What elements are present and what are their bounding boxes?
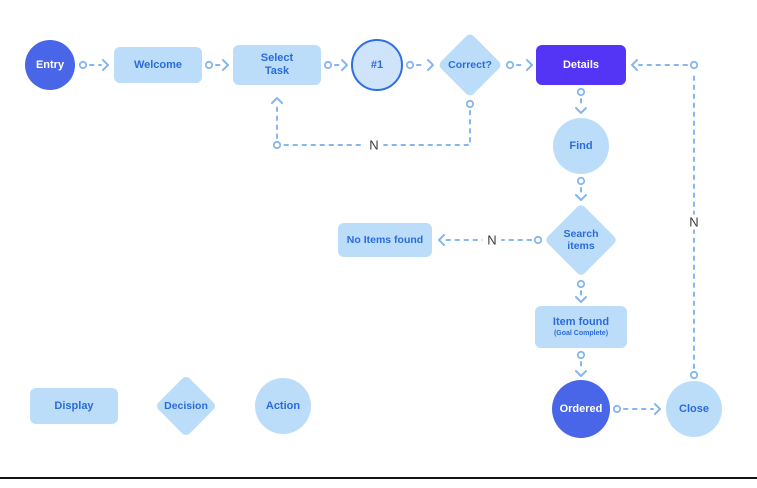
edge-label-search-no: N: [482, 232, 502, 248]
legend-action: Action: [255, 378, 311, 434]
legend-decision: Decision: [154, 374, 218, 438]
legend-decision-label: Decision: [164, 399, 208, 412]
node-details-label: Details: [562, 58, 600, 71]
edge-correct-details: [505, 59, 533, 71]
node-close: Close: [666, 381, 722, 437]
node-item-found-label: Item found: [552, 316, 610, 329]
node-select-task: Select Task: [233, 45, 321, 85]
node-details: Details: [536, 45, 626, 85]
edge-ordered-close: [612, 403, 661, 415]
bottom-divider: [0, 477, 757, 479]
node-entry: Entry: [25, 40, 75, 90]
node-close-label: Close: [679, 402, 709, 415]
node-item-found-text: Item found (Goal Complete): [553, 316, 609, 338]
edge-details-find: [575, 87, 587, 114]
edge-label-close-loop: N: [684, 214, 704, 230]
node-search-items-label: Search items: [563, 227, 599, 252]
node-find: Find: [553, 118, 609, 174]
node-item-found: Item found (Goal Complete): [535, 306, 627, 348]
edge-item-found-ordered: [575, 350, 587, 377]
node-step1-label: #1: [370, 58, 384, 71]
node-ordered-label: Ordered: [559, 402, 603, 415]
node-search-items: Search items: [544, 203, 618, 277]
node-item-found-sublabel: (Goal Complete): [553, 329, 609, 337]
edge-select-task-step1: [323, 59, 348, 71]
edge-entry-welcome: [78, 59, 109, 71]
node-correct: Correct?: [437, 32, 503, 98]
edge-welcome-select-task: [204, 59, 229, 71]
node-no-items-found: No Items found: [338, 223, 432, 257]
edge-search-items-item-found: [575, 279, 587, 303]
edge-step1-correct: [405, 59, 434, 71]
node-find-label: Find: [569, 139, 593, 152]
node-step1: #1: [351, 39, 403, 91]
legend-display-label: Display: [54, 399, 94, 412]
edge-find-search-items: [575, 176, 587, 201]
legend-display: Display: [30, 388, 118, 424]
edge-label-correct-no: N: [364, 137, 384, 153]
node-entry-label: Entry: [35, 58, 65, 71]
node-welcome-label: Welcome: [133, 58, 183, 71]
node-ordered: Ordered: [552, 380, 610, 438]
node-correct-label: Correct?: [448, 58, 492, 71]
node-select-task-label: Select Task: [260, 52, 294, 77]
node-no-items-found-label: No Items found: [346, 233, 424, 246]
node-welcome: Welcome: [114, 47, 202, 83]
legend-action-label: Action: [265, 399, 301, 412]
